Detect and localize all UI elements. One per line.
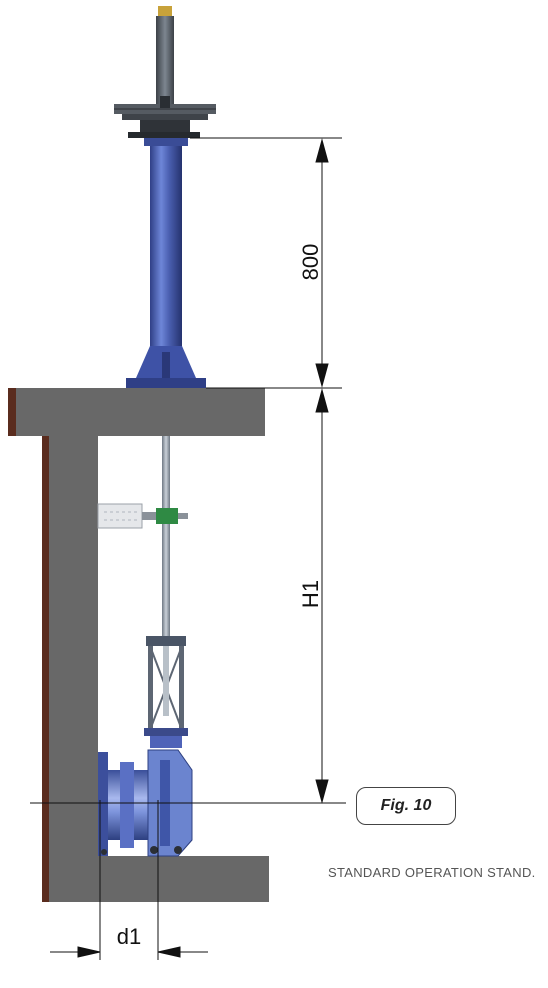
concrete-edge	[8, 388, 16, 436]
figure-label-box: Fig. 10	[356, 787, 456, 825]
guide-collar	[156, 508, 178, 524]
guide-support	[97, 503, 143, 529]
figure-caption: STANDARD OPERATION STAND.	[328, 865, 536, 880]
wall-guide-bracket	[97, 503, 188, 529]
spindle-top	[156, 16, 174, 106]
dimension-d1-label: d1	[117, 924, 141, 949]
concrete-bottom-slab	[42, 856, 269, 902]
dimension-800	[190, 137, 342, 389]
stem-shaft	[162, 436, 170, 642]
column-base-plate	[126, 378, 206, 388]
stand-column	[126, 138, 206, 388]
concrete-wall	[42, 388, 98, 902]
concrete-structure	[8, 388, 269, 902]
dimension-h1	[30, 388, 346, 804]
dimension-d1	[50, 800, 208, 960]
wall-edge	[42, 436, 49, 902]
valve-yoke	[144, 636, 188, 748]
figure-label: Fig. 10	[380, 797, 432, 814]
handwheel	[114, 96, 216, 138]
spindle-cap	[158, 6, 172, 18]
valve-left-flange	[98, 752, 108, 856]
extension-spindle	[156, 6, 174, 106]
column-body	[150, 146, 182, 346]
dimension-h1-label: H1	[298, 580, 323, 608]
dimension-800-label: 800	[298, 244, 323, 281]
column-top-flange	[144, 138, 188, 146]
valve-mid-flange	[120, 762, 134, 848]
valve-stem	[162, 436, 170, 642]
